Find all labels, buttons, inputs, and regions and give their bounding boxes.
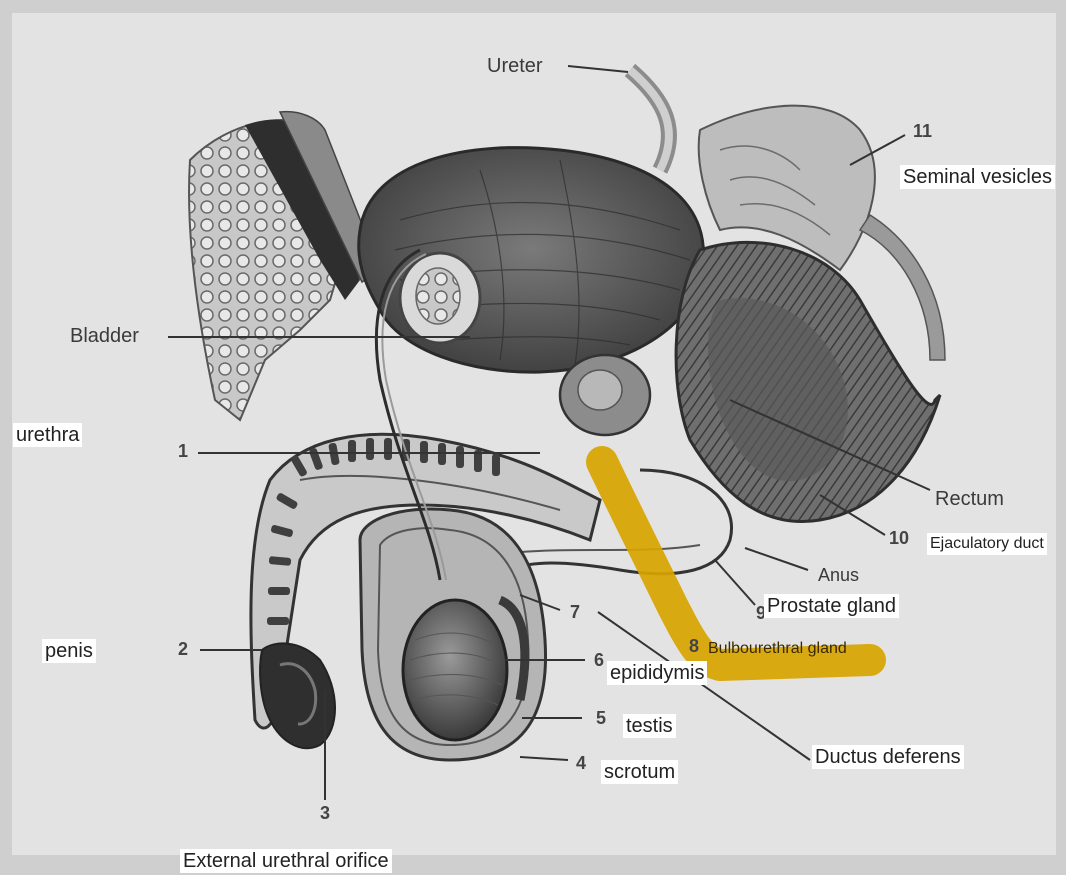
pubic-bone-inner — [415, 267, 461, 325]
anus-printed-label: Anus — [818, 565, 860, 585]
number-7: 7 — [570, 602, 581, 622]
number-3: 3 — [320, 803, 331, 823]
perineum-outline — [503, 468, 733, 577]
number-8: 8 — [689, 636, 700, 656]
ductus-deferens-tube-2 — [381, 253, 447, 581]
testis-lobules — [409, 632, 503, 706]
label-external-urethral-orifice: External urethral orifice — [180, 849, 392, 873]
label-ejaculatory-duct: Ejaculatory duct — [927, 533, 1047, 555]
glans-highlight — [279, 662, 318, 726]
label-scrotum: scrotum — [601, 760, 679, 784]
leader-rectum — [729, 399, 931, 491]
leader-4 — [519, 756, 569, 761]
bulbourethral-highlight — [586, 446, 886, 681]
label-penis: penis — [42, 639, 96, 663]
number-11: 11 — [913, 121, 933, 141]
prostate-inner — [577, 369, 623, 411]
leader-7 — [519, 594, 561, 611]
epididymis — [497, 595, 530, 701]
bladder — [357, 146, 705, 374]
number-6: 6 — [594, 650, 605, 670]
label-seminal-vesicles: Seminal vesicles — [900, 165, 1055, 189]
glans — [259, 642, 336, 750]
sacrum-layers — [858, 213, 946, 361]
leader-11 — [849, 134, 906, 166]
rectum-printed-label: Rectum — [935, 488, 1004, 510]
leader-9 — [714, 559, 756, 606]
penile-urethra — [299, 475, 561, 511]
ductus-deferens-tube — [374, 248, 442, 581]
label-urethra: urethra — [13, 423, 83, 447]
label-epididymis: epididymis — [607, 661, 708, 685]
leader-10 — [819, 494, 886, 536]
number-5: 5 — [596, 708, 607, 728]
number-9: 9 — [756, 603, 767, 623]
corpus-cavernosum-segments — [267, 438, 500, 625]
ureter-edge — [627, 66, 673, 172]
leader-ductus — [597, 611, 811, 761]
number-4: 4 — [576, 753, 587, 773]
penis-body — [249, 432, 602, 730]
abdominal-wall — [245, 119, 360, 300]
bladder-fibers — [394, 159, 691, 366]
seminal-vesicle-folds — [719, 145, 831, 236]
label-bulbourethral-gland: Bulbourethral gland — [708, 640, 847, 657]
number-2: 2 — [178, 639, 189, 659]
label-ductus-deferens: Ductus deferens — [812, 745, 964, 769]
bladder-printed-label: Bladder — [70, 325, 139, 347]
label-testis: testis — [623, 714, 676, 738]
leader-lines — [168, 65, 931, 761]
testis — [401, 598, 509, 742]
leader-anus — [744, 547, 809, 571]
label-prostate-gland: Prostate gland — [764, 594, 899, 618]
rectum-lumen — [708, 298, 848, 482]
leader-ureter — [567, 65, 629, 73]
number-10: 10 — [889, 528, 910, 548]
ureter-printed-label: Ureter — [487, 55, 543, 77]
number-1: 1 — [178, 441, 189, 461]
